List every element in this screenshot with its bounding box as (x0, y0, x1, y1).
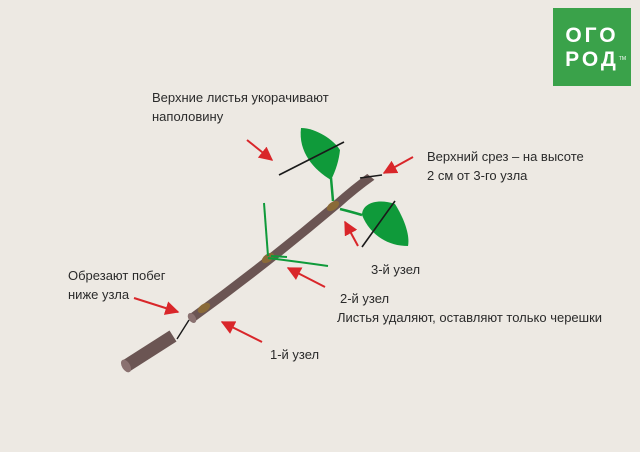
petioles (263, 202, 329, 267)
lower-cut-line (176, 319, 190, 340)
arrow-top-leaves (246, 139, 274, 161)
logo-line-2: РОД (565, 48, 619, 71)
nodes (197, 200, 340, 314)
arrow-node-3 (344, 220, 359, 247)
arrow-top-cut (382, 156, 414, 174)
label-node-2: 2-й узел Листья удаляют, оставляют тольк… (337, 291, 603, 325)
label-node-1: 1-й узел (270, 347, 320, 362)
arrows (133, 139, 414, 343)
logo-trademark: TM (618, 56, 626, 62)
label-cut-shoot: Обрезают побег ниже узла (68, 268, 166, 302)
label-top-cut: Верхний срез – на высоте 2 см от 3-го уз… (427, 149, 584, 183)
side-leaf-shortened (339, 200, 409, 248)
label-node-3: 3-й узел (371, 262, 421, 277)
top-cut-line (359, 174, 383, 179)
brand-logo: ОГО РОД TM (553, 8, 631, 86)
arrow-node-2 (286, 267, 326, 288)
logo-line-1: ОГО (565, 24, 619, 47)
arrow-cut-shoot (133, 297, 180, 315)
stem (187, 169, 378, 323)
cut-off-piece (120, 330, 177, 373)
arrow-node-1 (220, 321, 263, 343)
label-top-leaves: Верхние листья укорачивают наполовину (152, 90, 329, 124)
node-1 (197, 302, 211, 314)
upper-leaf-shortened (278, 128, 345, 202)
node-3 (326, 200, 340, 212)
